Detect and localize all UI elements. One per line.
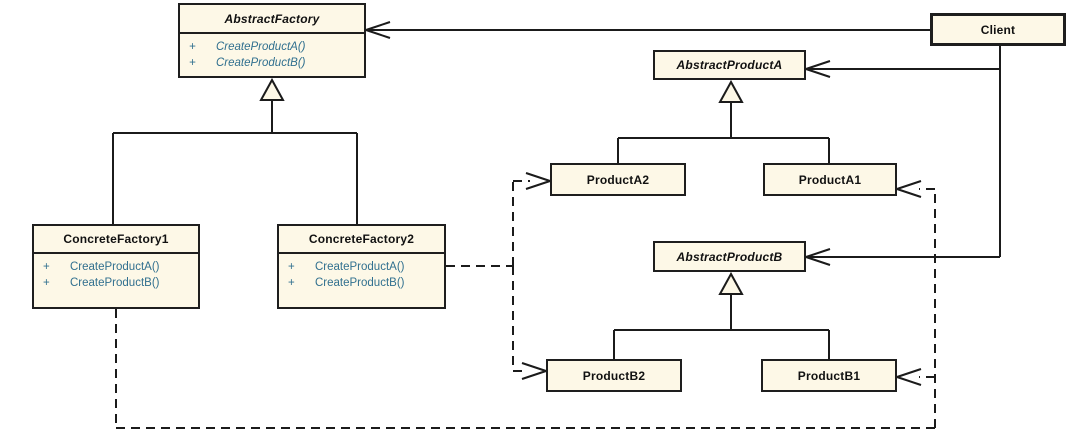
method-row: + CreateProductA() (189, 41, 360, 53)
generalization-triangle-icon (718, 271, 744, 295)
method-signature: CreateProductB() (70, 277, 160, 289)
connector-dependency-concretefactory1-products (115, 180, 936, 429)
method-visibility: + (288, 261, 295, 273)
open-arrowhead-icon (525, 172, 551, 190)
connector-generalization-products-b (613, 271, 830, 359)
class-title: ConcreteFactory1 (34, 226, 198, 254)
generalization-triangle-icon (259, 77, 285, 101)
method-signature: CreateProductA() (70, 261, 160, 273)
connector-dependency-client-abstractproductb (805, 248, 1000, 266)
class-title: Client (980, 22, 1016, 37)
method-visibility: + (189, 41, 196, 53)
class-product-a2[interactable]: ProductA2 (550, 163, 686, 196)
class-abstract-product-b[interactable]: AbstractProductB (653, 241, 806, 272)
method-visibility: + (43, 261, 50, 273)
method-signature: CreateProductA() (315, 261, 405, 273)
method-visibility: + (288, 277, 295, 289)
method-row: + CreateProductB() (288, 277, 440, 289)
class-title: ProductB1 (797, 368, 861, 383)
class-product-a1[interactable]: ProductA1 (763, 163, 897, 196)
class-title: ProductA2 (586, 172, 650, 187)
method-row: + CreateProductB() (43, 277, 194, 289)
class-product-b1[interactable]: ProductB1 (761, 359, 897, 392)
method-row: + CreateProductA() (43, 261, 194, 273)
class-title: AbstractProductA (676, 58, 783, 72)
open-arrowhead-icon (896, 368, 922, 386)
class-methods: + CreateProductA() + CreateProductB() (34, 254, 198, 293)
class-title: ConcreteFactory2 (279, 226, 444, 254)
generalization-triangle-icon (718, 79, 744, 103)
class-methods: + CreateProductA() + CreateProductB() (279, 254, 444, 293)
class-product-b2[interactable]: ProductB2 (546, 359, 682, 392)
method-signature: CreateProductB() (216, 57, 306, 69)
method-visibility: + (43, 277, 50, 289)
method-visibility: + (189, 57, 196, 69)
connector-generalization-factories (112, 77, 358, 224)
class-title: AbstractProductB (676, 249, 783, 264)
class-abstract-product-a[interactable]: AbstractProductA (653, 50, 806, 80)
class-title: ProductB2 (582, 368, 646, 383)
connector-dependency-client-abstractfactory (365, 21, 930, 39)
class-title: AbstractFactory (180, 5, 364, 34)
open-arrowhead-icon (896, 180, 922, 198)
method-signature: CreateProductB() (315, 277, 405, 289)
class-concrete-factory1[interactable]: ConcreteFactory1 + CreateProductA() + Cr… (32, 224, 200, 309)
open-arrowhead-icon (805, 248, 831, 266)
class-methods: + CreateProductA() + CreateProductB() (180, 34, 364, 73)
class-client[interactable]: Client (930, 13, 1066, 46)
class-concrete-factory2[interactable]: ConcreteFactory2 + CreateProductA() + Cr… (277, 224, 446, 309)
class-abstract-factory[interactable]: AbstractFactory + CreateProductA() + Cre… (178, 3, 366, 78)
method-row: + CreateProductB() (189, 57, 360, 69)
connector-dependency-concretefactory2-products (446, 172, 551, 380)
method-row: + CreateProductA() (288, 261, 440, 273)
method-signature: CreateProductA() (216, 41, 306, 53)
connector-generalization-products-a (617, 79, 830, 163)
open-arrowhead-icon (365, 21, 391, 39)
open-arrowhead-icon (521, 362, 547, 380)
class-title: ProductA1 (798, 172, 862, 187)
open-arrowhead-icon (805, 60, 831, 78)
connector-dependency-client-abstractproducta (805, 60, 1000, 78)
